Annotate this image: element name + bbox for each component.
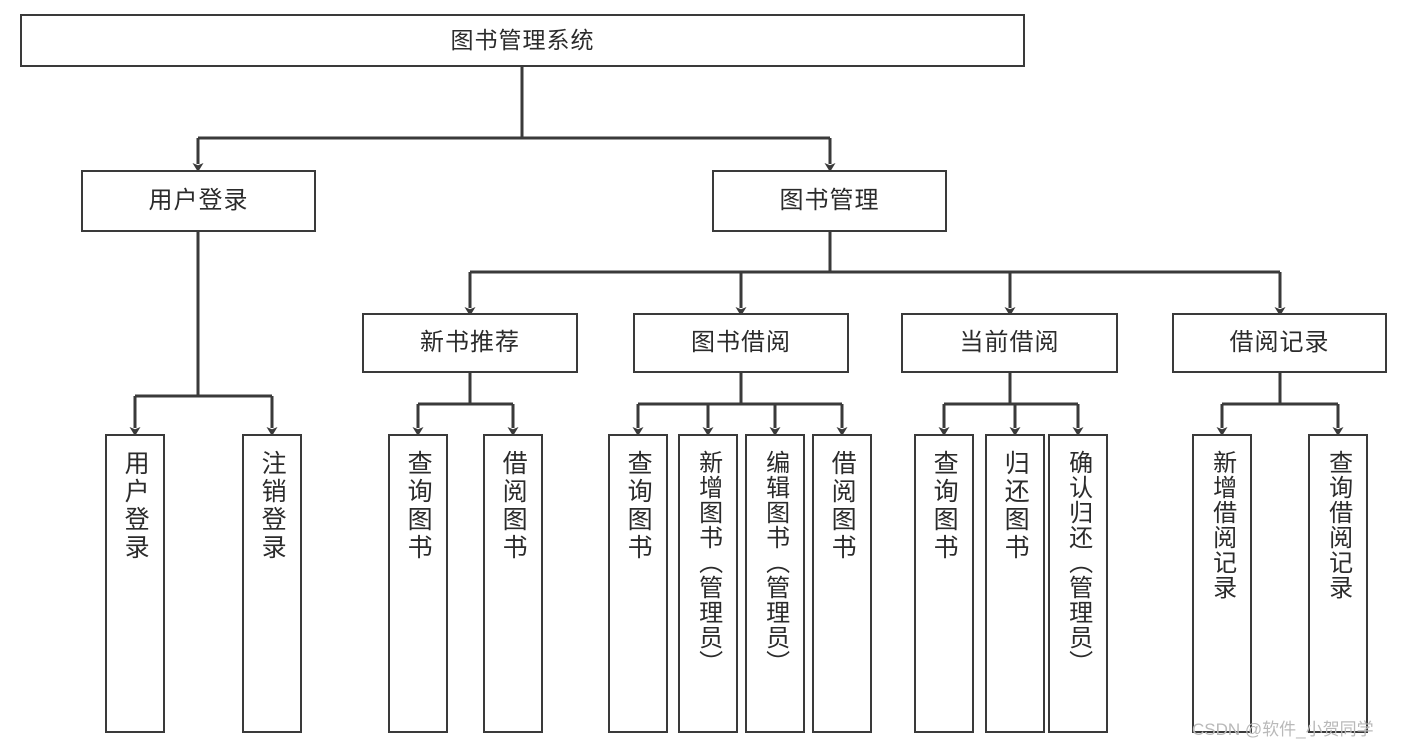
node-label: 借阅图书 bbox=[828, 450, 857, 562]
node-label: 查询借阅记录 bbox=[1324, 450, 1352, 600]
node-label: 新增图书（管理员） bbox=[694, 450, 722, 675]
leaf-logout[interactable]: 注销登录 bbox=[242, 434, 302, 733]
leaf-currentborrow-return-book[interactable]: 归还图书 bbox=[985, 434, 1045, 733]
node-label: 新增借阅记录 bbox=[1208, 450, 1236, 600]
leaf-currentborrow-query-book[interactable]: 查询图书 bbox=[914, 434, 974, 733]
leaf-newbook-query-book[interactable]: 查询图书 bbox=[388, 434, 448, 733]
node-new-book-recommend[interactable]: 新书推荐 bbox=[362, 313, 578, 373]
csdn-watermark: CSDN @软件_小贺同学 bbox=[1192, 720, 1374, 739]
node-root-system[interactable]: 图书管理系统 bbox=[20, 14, 1025, 67]
leaf-currentborrow-confirm-return-admin[interactable]: 确认归还（管理员） bbox=[1048, 434, 1108, 733]
node-label: 查询图书 bbox=[404, 450, 433, 562]
node-current-borrow[interactable]: 当前借阅 bbox=[901, 313, 1118, 373]
node-book-management[interactable]: 图书管理 bbox=[712, 170, 947, 232]
node-label: 确认归还（管理员） bbox=[1064, 450, 1092, 675]
node-label: 图书管理 bbox=[779, 186, 880, 214]
leaf-bookborrow-add-book-admin[interactable]: 新增图书（管理员） bbox=[678, 434, 738, 733]
leaf-borrowrecord-add-record[interactable]: 新增借阅记录 bbox=[1192, 434, 1252, 733]
leaf-bookborrow-edit-book-admin[interactable]: 编辑图书（管理员） bbox=[745, 434, 805, 733]
node-label: 图书借阅 bbox=[691, 328, 791, 356]
node-user-login[interactable]: 用户登录 bbox=[81, 170, 316, 232]
leaf-bookborrow-borrow-book[interactable]: 借阅图书 bbox=[812, 434, 872, 733]
leaf-borrowrecord-query-record[interactable]: 查询借阅记录 bbox=[1308, 434, 1368, 733]
node-label: 用户登录 bbox=[121, 450, 150, 562]
node-label: 编辑图书（管理员） bbox=[761, 450, 789, 675]
node-label: 用户登录 bbox=[148, 186, 249, 214]
node-borrow-record[interactable]: 借阅记录 bbox=[1172, 313, 1387, 373]
node-label: 查询图书 bbox=[930, 450, 959, 562]
node-label: 查询图书 bbox=[624, 450, 653, 562]
leaf-user-login[interactable]: 用户登录 bbox=[105, 434, 165, 733]
node-label: 图书管理系统 bbox=[450, 26, 595, 53]
node-label: 注销登录 bbox=[258, 450, 287, 562]
leaf-bookborrow-query-book[interactable]: 查询图书 bbox=[608, 434, 668, 733]
node-label: 新书推荐 bbox=[420, 328, 520, 356]
leaf-newbook-borrow-book[interactable]: 借阅图书 bbox=[483, 434, 543, 733]
node-label: 借阅图书 bbox=[499, 450, 528, 562]
node-label: 归还图书 bbox=[1001, 450, 1030, 562]
node-book-borrow[interactable]: 图书借阅 bbox=[633, 313, 849, 373]
node-label: 当前借阅 bbox=[959, 328, 1060, 356]
node-label: 借阅记录 bbox=[1229, 328, 1330, 356]
